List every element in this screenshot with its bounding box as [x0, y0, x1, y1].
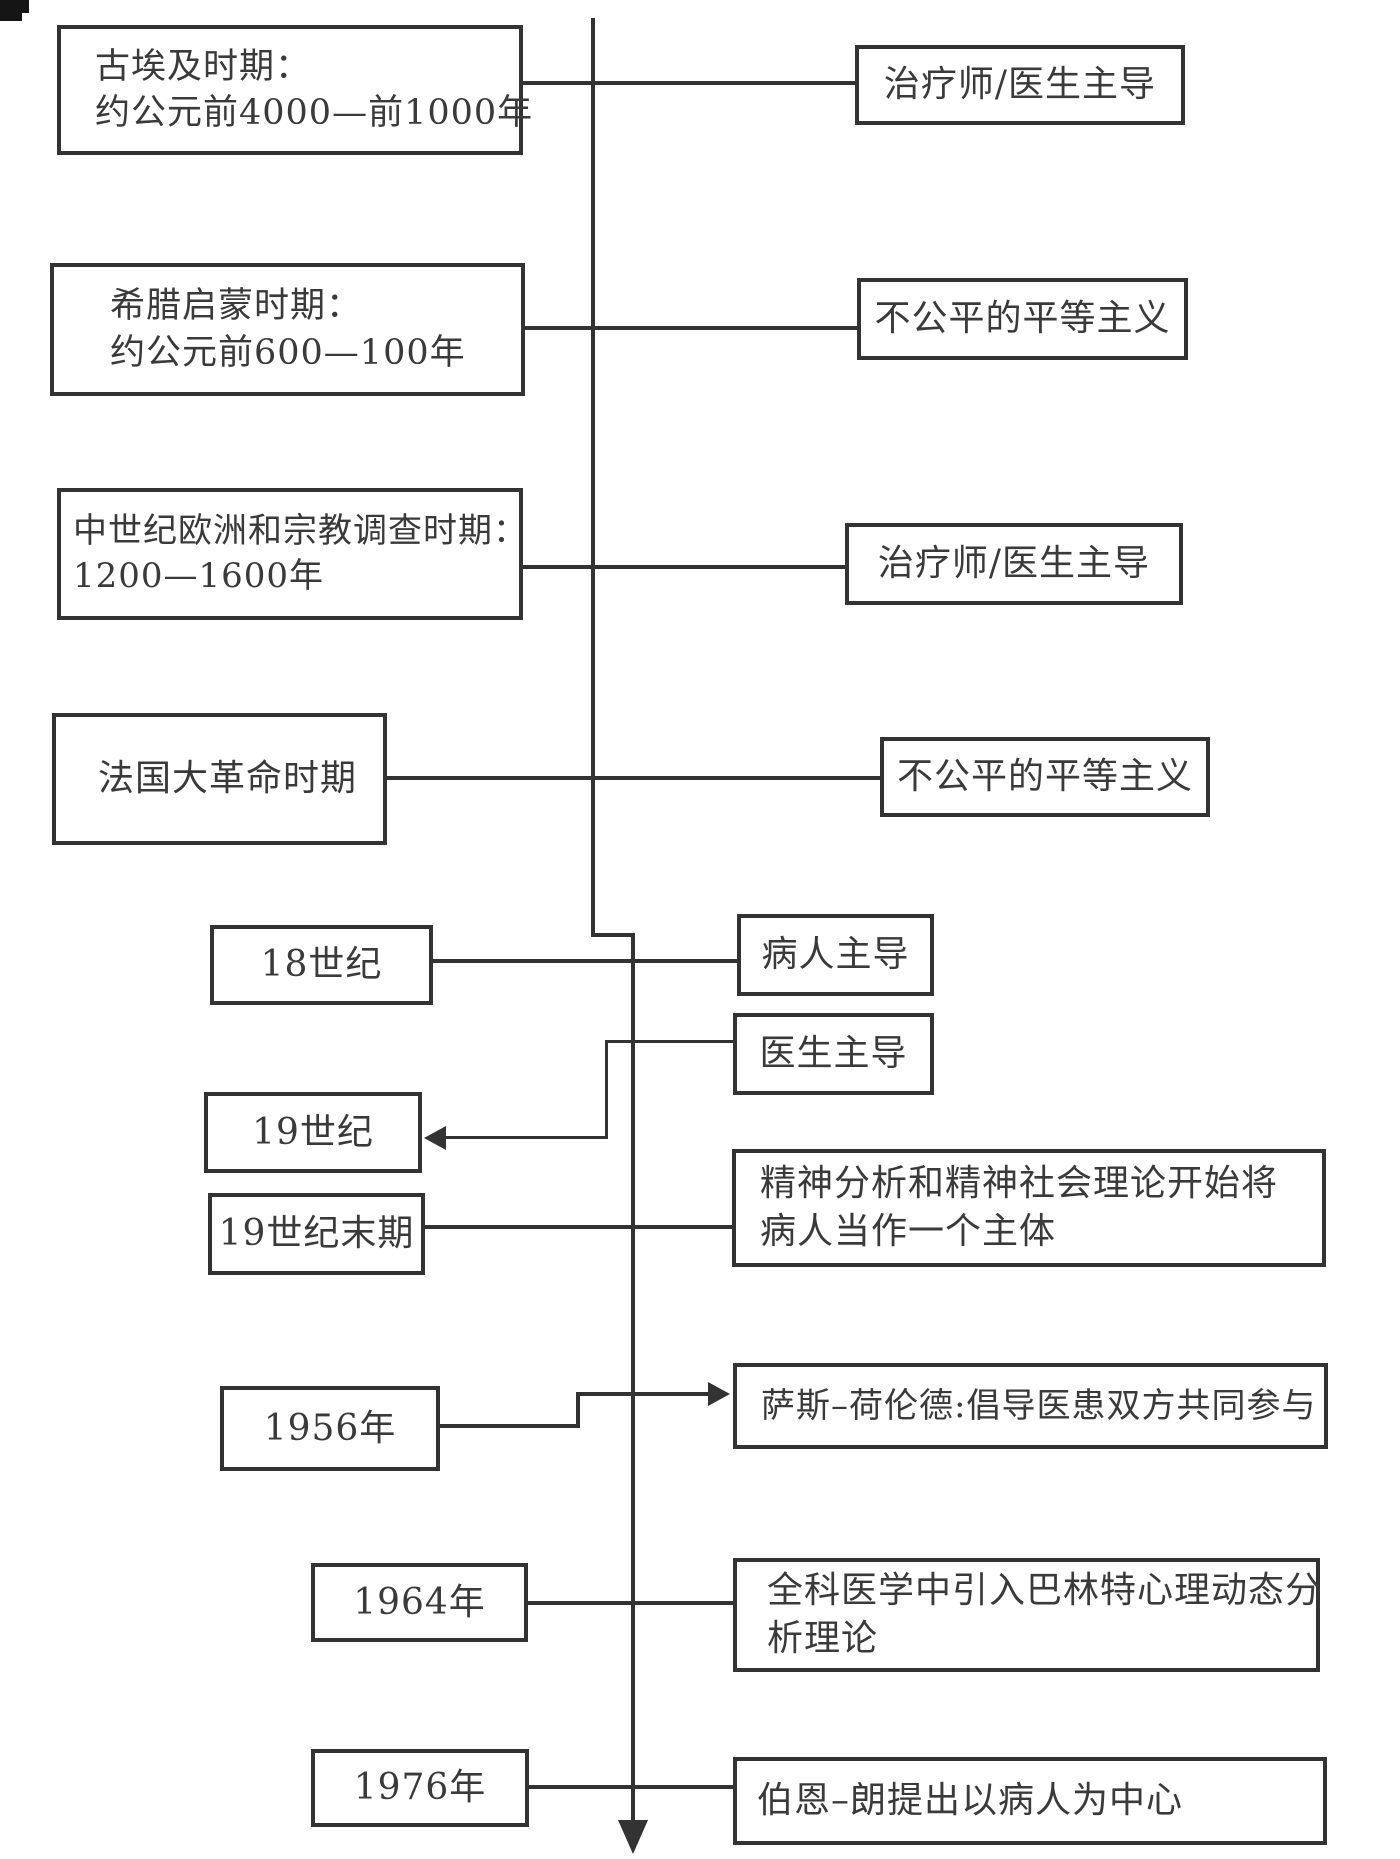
node-label: 不公平的平等主义 [896, 756, 1193, 798]
node-late-19th-century: 19世纪末期 [208, 1193, 425, 1275]
connector-french-revolution [385, 776, 882, 780]
node-label: 19世纪末期 [218, 1213, 415, 1255]
node-szasz-hollender: 萨斯–荷伦德:倡导医患双方共同参与 [733, 1363, 1328, 1449]
node-label: 全科医学中引入巴林特心理动态分 [767, 1570, 1323, 1612]
node-label: 1976年 [353, 1767, 487, 1809]
connector-greece [523, 326, 859, 330]
node-label: 18世纪 [260, 944, 383, 986]
scan-artifact [14, 0, 29, 13]
connector-1956-upper [576, 1392, 710, 1396]
node-label: 病人主导 [761, 934, 910, 976]
node-doctor-led: 医生主导 [733, 1013, 934, 1095]
node-label: 古埃及时期： [95, 46, 312, 87]
node-label: 中世纪欧洲和宗教调查时期： [73, 511, 528, 552]
arrowhead-right-icon [708, 1382, 730, 1406]
connector-late-19th-century [423, 1225, 734, 1229]
arrowhead-down-icon [618, 1820, 648, 1854]
connector-medieval [521, 565, 847, 569]
node-label: 希腊启蒙时期： [110, 286, 363, 327]
connector-1956-lower [438, 1424, 580, 1428]
timeline-axis-lower-segment [631, 933, 635, 1823]
node-year-1976: 1976年 [311, 1749, 529, 1827]
node-unfair-egalitarianism-2: 不公平的平等主义 [880, 737, 1210, 817]
timeline-axis-upper-segment [591, 18, 595, 937]
connector-doctor-led-vertical [605, 1040, 608, 1138]
connector-egypt [521, 81, 857, 85]
connector-1956-vertical [576, 1392, 580, 1428]
timeline-axis-jog-segment [591, 933, 635, 937]
node-byrne-long-patient-centered: 伯恩–朗提出以病人为中心 [733, 1757, 1327, 1845]
node-label: 19世纪 [252, 1111, 374, 1153]
node-label: 1964年 [353, 1581, 486, 1623]
node-year-1956: 1956年 [220, 1386, 440, 1471]
node-healer-doctor-led-1: 治疗师/医生主导 [855, 45, 1185, 125]
node-label: 精神分析和精神社会理论开始将 [760, 1163, 1279, 1205]
node-label: 病人当作一个主体 [760, 1211, 1057, 1252]
node-label: 治疗师/医生主导 [877, 543, 1151, 585]
node-label: 析理论 [767, 1618, 879, 1659]
connector-doctor-led-horizontal [605, 1040, 735, 1043]
node-label: 萨斯–荷伦德:倡导医患双方共同参与 [761, 1385, 1317, 1426]
node-18th-century: 18世纪 [210, 925, 433, 1005]
arrowhead-left-icon [424, 1126, 446, 1150]
node-label: 1200—1600年 [73, 556, 325, 596]
connector-1976 [527, 1785, 735, 1789]
node-label: 约公元前4000—前1000年 [95, 93, 534, 133]
node-label: 不公平的平等主义 [874, 298, 1171, 340]
node-balint-theory: 全科医学中引入巴林特心理动态分 析理论 [733, 1558, 1323, 1672]
node-ancient-egypt-period: 古埃及时期： 约公元前4000—前1000年 [57, 25, 532, 155]
node-year-1964: 1964年 [311, 1563, 528, 1642]
connector-1964 [526, 1601, 735, 1605]
node-healer-doctor-led-2: 治疗师/医生主导 [845, 523, 1183, 605]
node-medieval-europe-period: 中世纪欧洲和宗教调查时期： 1200—1600年 [57, 488, 527, 620]
node-french-revolution-period: 法国大革命时期 [52, 713, 387, 845]
node-label: 医生主导 [759, 1033, 908, 1075]
node-psychoanalysis-theory: 精神分析和精神社会理论开始将 病人当作一个主体 [732, 1149, 1326, 1267]
connector-18th-century [431, 959, 739, 963]
node-label: 伯恩–朗提出以病人为中心 [757, 1780, 1184, 1822]
node-greek-enlightenment-period: 希腊启蒙时期： 约公元前600—100年 [50, 263, 525, 396]
node-label: 法国大革命时期 [98, 758, 358, 800]
node-patient-led: 病人主导 [737, 914, 934, 996]
node-unfair-egalitarianism-1: 不公平的平等主义 [857, 278, 1188, 360]
node-label: 治疗师/医生主导 [883, 64, 1157, 106]
node-19th-century: 19世纪 [204, 1092, 422, 1173]
node-label: 约公元前600—100年 [110, 332, 466, 373]
connector-doctor-led-to-19th [446, 1136, 608, 1139]
node-label: 1956年 [263, 1407, 397, 1449]
